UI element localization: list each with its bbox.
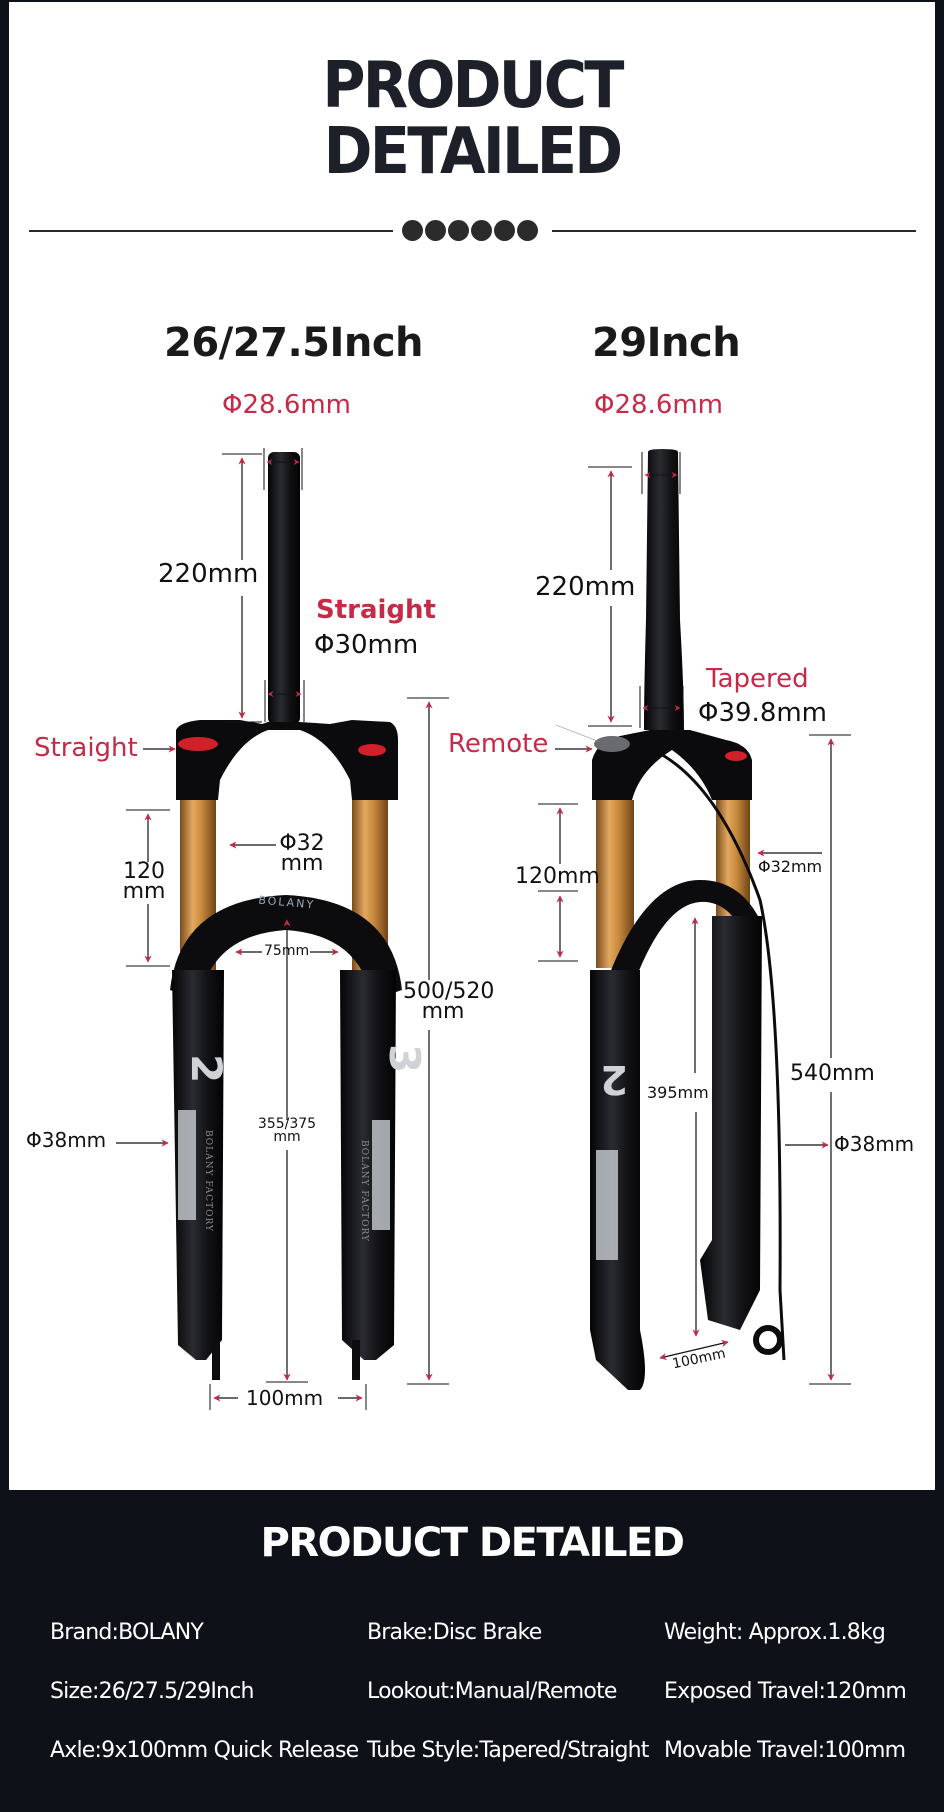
right-lower-diameter: Φ38mm bbox=[834, 1132, 915, 1156]
left-fork-heading: 26/27.5Inch bbox=[164, 320, 424, 366]
spec-movable-travel: Movable Travel:100mm bbox=[664, 1738, 906, 1763]
dot-icon bbox=[471, 220, 492, 241]
dot-icon bbox=[425, 220, 446, 241]
specs-title: PRODUCT DETAILED bbox=[260, 1520, 685, 1566]
right-lockout-label: Remote bbox=[448, 729, 549, 759]
right-steerer-length: 220mm bbox=[535, 572, 636, 602]
spec-exposed-travel: Exposed Travel:120mm bbox=[664, 1679, 907, 1704]
right-axle-to-arch: 395mm bbox=[647, 1083, 709, 1102]
spec-axle: Axle:9x100mm Quick Release bbox=[50, 1738, 359, 1763]
spec-tube-style: Tube Style:Tapered/Straight bbox=[367, 1738, 649, 1763]
fork-illustrations: BOLANY 2 BOLANY FACTORY 3 BOLANY FACTORY bbox=[116, 448, 851, 1410]
left-overall-value: 500/520 bbox=[403, 979, 495, 1004]
svg-text:2: 2 bbox=[182, 1054, 231, 1083]
svg-text:2: 2 bbox=[600, 1056, 628, 1102]
left-travel-unit: mm bbox=[122, 879, 166, 904]
dot-icon bbox=[402, 220, 423, 241]
left-steerer-type: Straight bbox=[316, 595, 436, 625]
left-stanchion-unit: mm bbox=[280, 851, 324, 876]
spec-lockout: Lookout:Manual/Remote bbox=[367, 1679, 617, 1704]
svg-text:3: 3 bbox=[380, 1044, 429, 1073]
left-steerer-base-diameter: Φ30mm bbox=[314, 630, 419, 660]
left-lockout-label: Straight bbox=[34, 733, 138, 763]
right-steerer-type: Tapered bbox=[706, 664, 809, 694]
svg-text:BOLANY FACTORY: BOLANY FACTORY bbox=[203, 1130, 213, 1232]
spec-brand: Brand:BOLANY bbox=[50, 1620, 204, 1645]
left-stanchion-label: Φ32 mm bbox=[276, 831, 328, 876]
hero-title-line2: DETAILED bbox=[323, 115, 623, 189]
left-top-diameter: Φ28.6mm bbox=[222, 390, 352, 420]
hero-title-line1: PRODUCT bbox=[322, 49, 624, 123]
right-overall: 540mm bbox=[790, 1061, 875, 1086]
right-fork-drawing: 2 bbox=[538, 449, 851, 1390]
svg-text:BOLANY FACTORY: BOLANY FACTORY bbox=[359, 1140, 369, 1242]
left-travel-value: 120 bbox=[123, 859, 165, 884]
left-axle-to-arch-value: 355/375 bbox=[257, 1116, 317, 1132]
divider-dots bbox=[402, 220, 538, 242]
left-axle-to-arch-unit: mm bbox=[273, 1129, 301, 1145]
left-hub-width: 100mm bbox=[246, 1386, 324, 1410]
right-steerer-base-diameter: Φ39.8mm bbox=[698, 698, 828, 728]
svg-text:BOLANY: BOLANY bbox=[258, 894, 316, 912]
dot-icon bbox=[494, 220, 515, 241]
left-overall-label: 500/520 mm bbox=[403, 979, 495, 1024]
left-stanchion-value: Φ32 bbox=[279, 831, 325, 856]
right-travel: 120mm bbox=[515, 864, 600, 889]
left-arch-width: 75mm bbox=[264, 943, 310, 959]
left-lower-diameter: Φ38mm bbox=[26, 1128, 107, 1152]
spec-size: Size:26/27.5/29Inch bbox=[50, 1679, 254, 1704]
left-steerer-length: 220mm bbox=[158, 559, 259, 589]
left-axle-to-arch-label: 355/375 mm bbox=[256, 1116, 318, 1145]
dot-icon bbox=[517, 220, 538, 241]
dot-icon bbox=[448, 220, 469, 241]
left-fork-drawing: BOLANY 2 BOLANY FACTORY 3 BOLANY FACTORY bbox=[116, 448, 449, 1410]
divider-line-right bbox=[552, 230, 916, 232]
left-overall-unit: mm bbox=[421, 999, 465, 1024]
divider-line-left bbox=[29, 230, 393, 232]
spec-weight: Weight: Approx.1.8kg bbox=[664, 1620, 886, 1645]
spec-brake: Brake:Disc Brake bbox=[367, 1620, 542, 1645]
left-travel-label: 120 mm bbox=[118, 859, 170, 904]
right-fork-heading: 29Inch bbox=[592, 320, 741, 366]
right-stanchion: Φ32mm bbox=[758, 857, 823, 876]
right-top-diameter: Φ28.6mm bbox=[594, 390, 724, 420]
